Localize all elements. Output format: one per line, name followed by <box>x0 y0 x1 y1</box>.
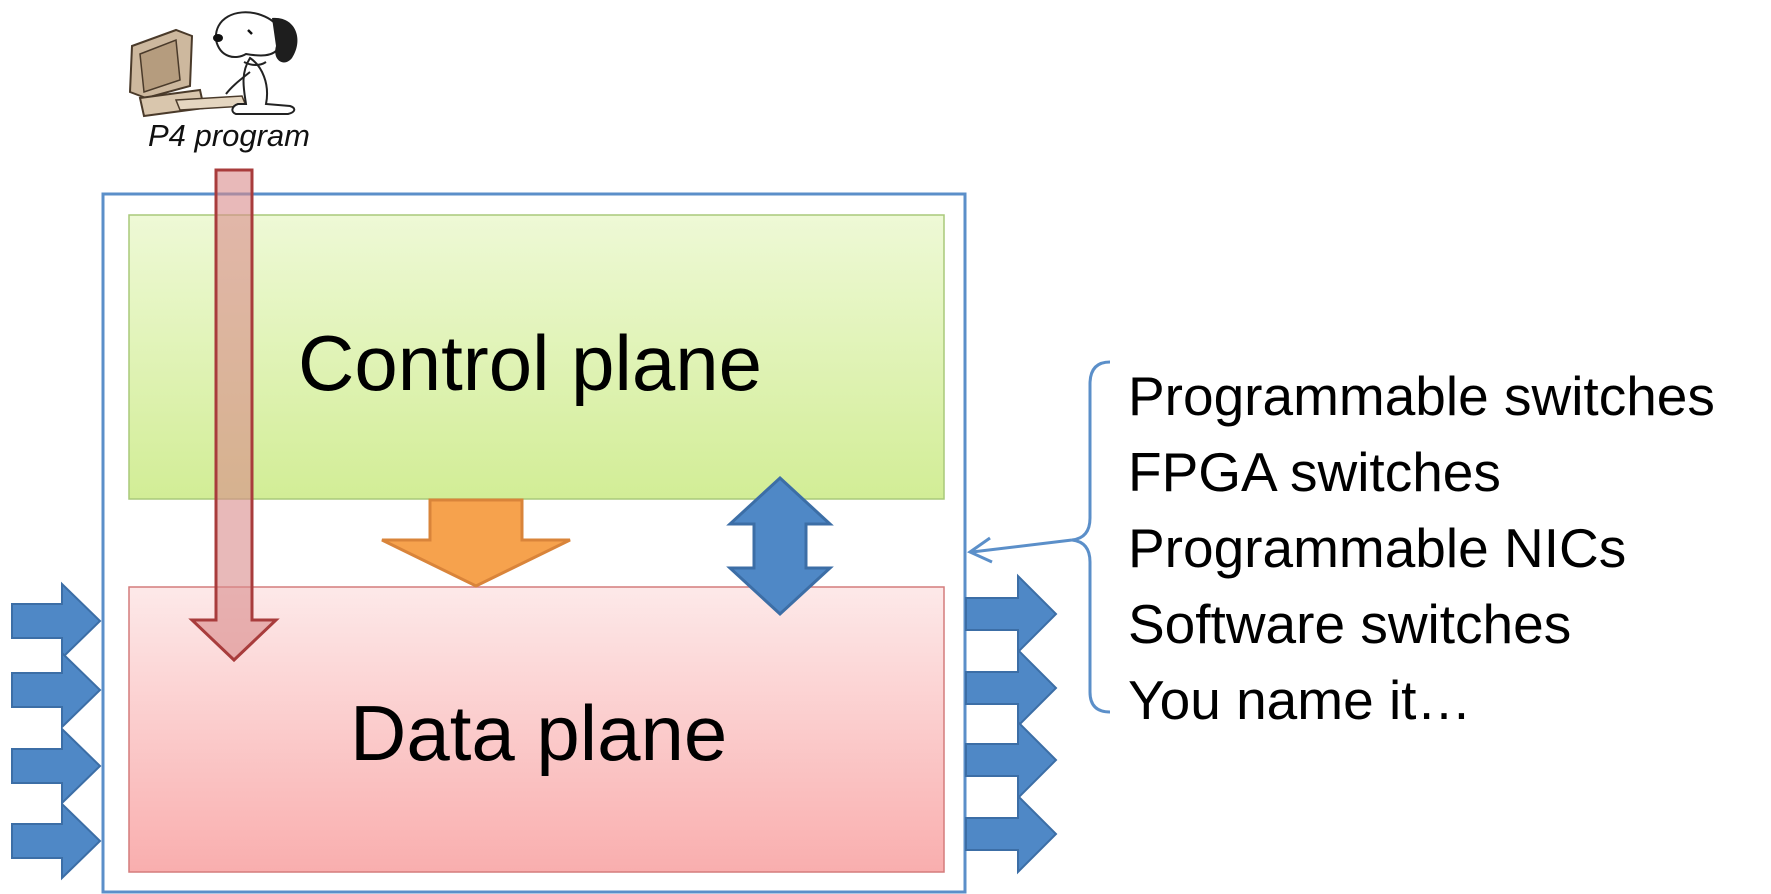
output-arrows <box>965 573 1058 875</box>
snoopy-at-computer-icon <box>128 11 298 118</box>
target-list: Programmable switches FPGA switches Prog… <box>1128 358 1715 738</box>
input-arrow <box>11 650 102 730</box>
target-item: Programmable NICs <box>1128 517 1627 579</box>
p4-program-label: P4 program <box>148 118 310 153</box>
output-arrow <box>965 647 1058 729</box>
brace-pointer-arrowhead <box>966 536 993 564</box>
target-item: Programmable switches <box>1128 365 1715 427</box>
target-item: Software switches <box>1128 593 1572 655</box>
brace-pointer-line <box>971 538 1073 554</box>
input-arrow <box>11 726 102 806</box>
output-arrow <box>965 719 1058 801</box>
output-arrow <box>965 793 1058 875</box>
target-item: You name it… <box>1128 669 1472 731</box>
target-item: FPGA switches <box>1128 441 1501 503</box>
control-plane-label: Control plane <box>298 319 762 407</box>
input-arrows <box>11 581 102 881</box>
control-data-bidirectional-arrow <box>726 475 834 617</box>
data-plane-box <box>128 586 945 873</box>
target-brace <box>1071 360 1111 714</box>
p4-program-down-arrow <box>188 168 280 663</box>
output-arrow <box>965 573 1058 655</box>
data-plane-label: Data plane <box>350 689 728 777</box>
input-arrow <box>11 801 102 881</box>
control-plane-box <box>128 214 945 500</box>
input-arrow <box>11 581 102 661</box>
compile-down-arrow <box>381 498 571 588</box>
